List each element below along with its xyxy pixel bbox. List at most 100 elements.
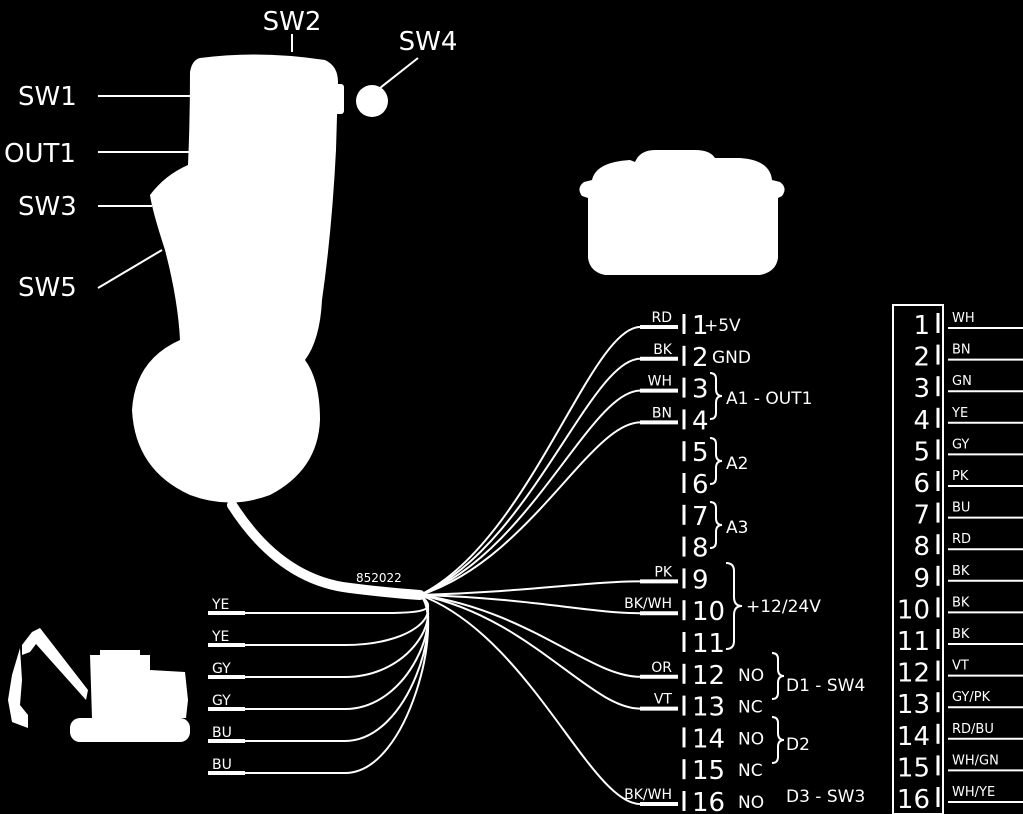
terminal-number: 5 xyxy=(913,437,930,467)
wire-color-label: RD xyxy=(651,310,672,326)
group-power-label: +12/24V xyxy=(746,597,821,617)
pin-number: 4 xyxy=(692,406,709,436)
model-number: 852022 xyxy=(356,571,402,585)
terminal-number: 2 xyxy=(913,343,930,373)
wire-color-label: BK xyxy=(653,342,673,358)
label-sw3: SW3 xyxy=(18,192,77,222)
terminal-number: 10 xyxy=(897,595,930,625)
wire-color-label: WH xyxy=(648,374,672,390)
pin-function: +5V xyxy=(704,316,741,336)
wire-color-label: PK xyxy=(654,564,672,580)
terminal-color-label: BN xyxy=(952,343,971,358)
terminal-color-label: VT xyxy=(952,659,969,674)
wire-color-label: YE xyxy=(211,597,229,613)
group-d2-label: D2 xyxy=(786,735,810,755)
terminal-color-label: WH/YE xyxy=(952,785,995,800)
terminal-number: 16 xyxy=(897,785,930,814)
wire xyxy=(419,421,641,596)
terminal-color-label: YE xyxy=(951,406,968,421)
group-d1-label: D1 - SW4 xyxy=(786,676,865,696)
pin-number: 7 xyxy=(692,502,709,532)
pin-number: 3 xyxy=(692,375,709,405)
leader-sw4 xyxy=(379,57,419,89)
terminal-color-label: BK xyxy=(952,595,970,610)
pin-function: NO xyxy=(738,793,764,813)
terminal-color-label: GY/PK xyxy=(952,690,991,705)
pin-number: 5 xyxy=(692,438,709,468)
terminal-number: 4 xyxy=(913,406,930,436)
label-sw2: SW2 xyxy=(263,7,322,37)
wire-color-label: BU xyxy=(212,725,232,741)
wire-color-label: BN xyxy=(652,405,672,421)
terminal-number: 7 xyxy=(913,501,930,531)
terminal-number: 14 xyxy=(897,722,930,752)
pin-function: GND xyxy=(712,348,751,368)
terminal-number: 13 xyxy=(897,690,930,720)
terminal-color-label: BK xyxy=(952,627,970,642)
group-a3-label: A3 xyxy=(726,518,748,538)
pin-function: NO xyxy=(738,666,764,686)
wire-group xyxy=(208,325,1023,806)
wire-color-label: GY xyxy=(212,693,231,709)
wire xyxy=(419,594,641,805)
terminal-number: 15 xyxy=(897,753,930,783)
terminal-number: 6 xyxy=(913,469,930,499)
label-sw4: SW4 xyxy=(399,27,458,57)
wire xyxy=(245,594,429,742)
terminal-number: 11 xyxy=(897,627,930,657)
wire xyxy=(419,594,641,678)
wire xyxy=(419,389,641,596)
terminal-color-label: RD xyxy=(952,532,971,547)
group-a1-label: A1 - OUT1 xyxy=(726,389,812,409)
wire xyxy=(419,580,641,596)
terminal-number: 3 xyxy=(913,374,930,404)
wire-color-label: OR xyxy=(651,660,672,676)
wire xyxy=(419,326,641,596)
handle-cable xyxy=(227,500,425,600)
connector-plug-icon xyxy=(579,150,785,275)
terminal-number: 12 xyxy=(897,659,930,689)
wire-color-label: GY xyxy=(212,661,231,677)
pin-number: 16 xyxy=(692,788,725,814)
wire xyxy=(419,357,641,596)
pin-number: 10 xyxy=(692,597,725,627)
label-sw5: SW5 xyxy=(18,273,77,303)
group-d3-label: D3 - SW3 xyxy=(786,787,865,807)
brace-group xyxy=(709,372,785,764)
terminal-color-label: BU xyxy=(952,501,970,516)
wire-color-label: BU xyxy=(212,757,232,773)
wire xyxy=(419,594,641,615)
terminal-number: 1 xyxy=(913,311,930,341)
terminal-number: 8 xyxy=(913,532,930,562)
terminal-color-label: WH xyxy=(952,311,975,326)
pin-function: NO xyxy=(738,729,764,749)
terminal-color-label: RD/BU xyxy=(952,722,994,737)
joystick-handle xyxy=(132,54,388,503)
wire xyxy=(245,594,430,774)
pin-number: 12 xyxy=(692,661,725,691)
terminal-number: 9 xyxy=(913,564,930,594)
pin-number: 9 xyxy=(692,565,709,595)
pin-number: 13 xyxy=(692,693,725,723)
pin-number: 2 xyxy=(692,343,709,373)
wire-color-label: YE xyxy=(211,629,229,645)
wire-color-label: BK/WH xyxy=(624,596,672,612)
wire-color-label: VT xyxy=(654,692,673,708)
pin-number: 11 xyxy=(692,629,725,659)
wire xyxy=(245,594,429,646)
terminal-block-frame xyxy=(892,304,944,814)
label-out1: OUT1 xyxy=(4,139,76,169)
label-sw1: SW1 xyxy=(18,82,77,112)
wire xyxy=(419,594,641,710)
terminal-color-label: PK xyxy=(952,469,969,484)
terminal-color-label: BK xyxy=(952,564,970,579)
pin-number: 8 xyxy=(692,534,709,564)
terminal-color-label: WH/GN xyxy=(952,753,999,768)
pin-number: 15 xyxy=(692,756,725,786)
pin-function: NC xyxy=(738,698,763,718)
pin-number: 14 xyxy=(692,724,725,754)
leader-sw5 xyxy=(97,249,163,289)
group-a2-label: A2 xyxy=(726,454,748,474)
